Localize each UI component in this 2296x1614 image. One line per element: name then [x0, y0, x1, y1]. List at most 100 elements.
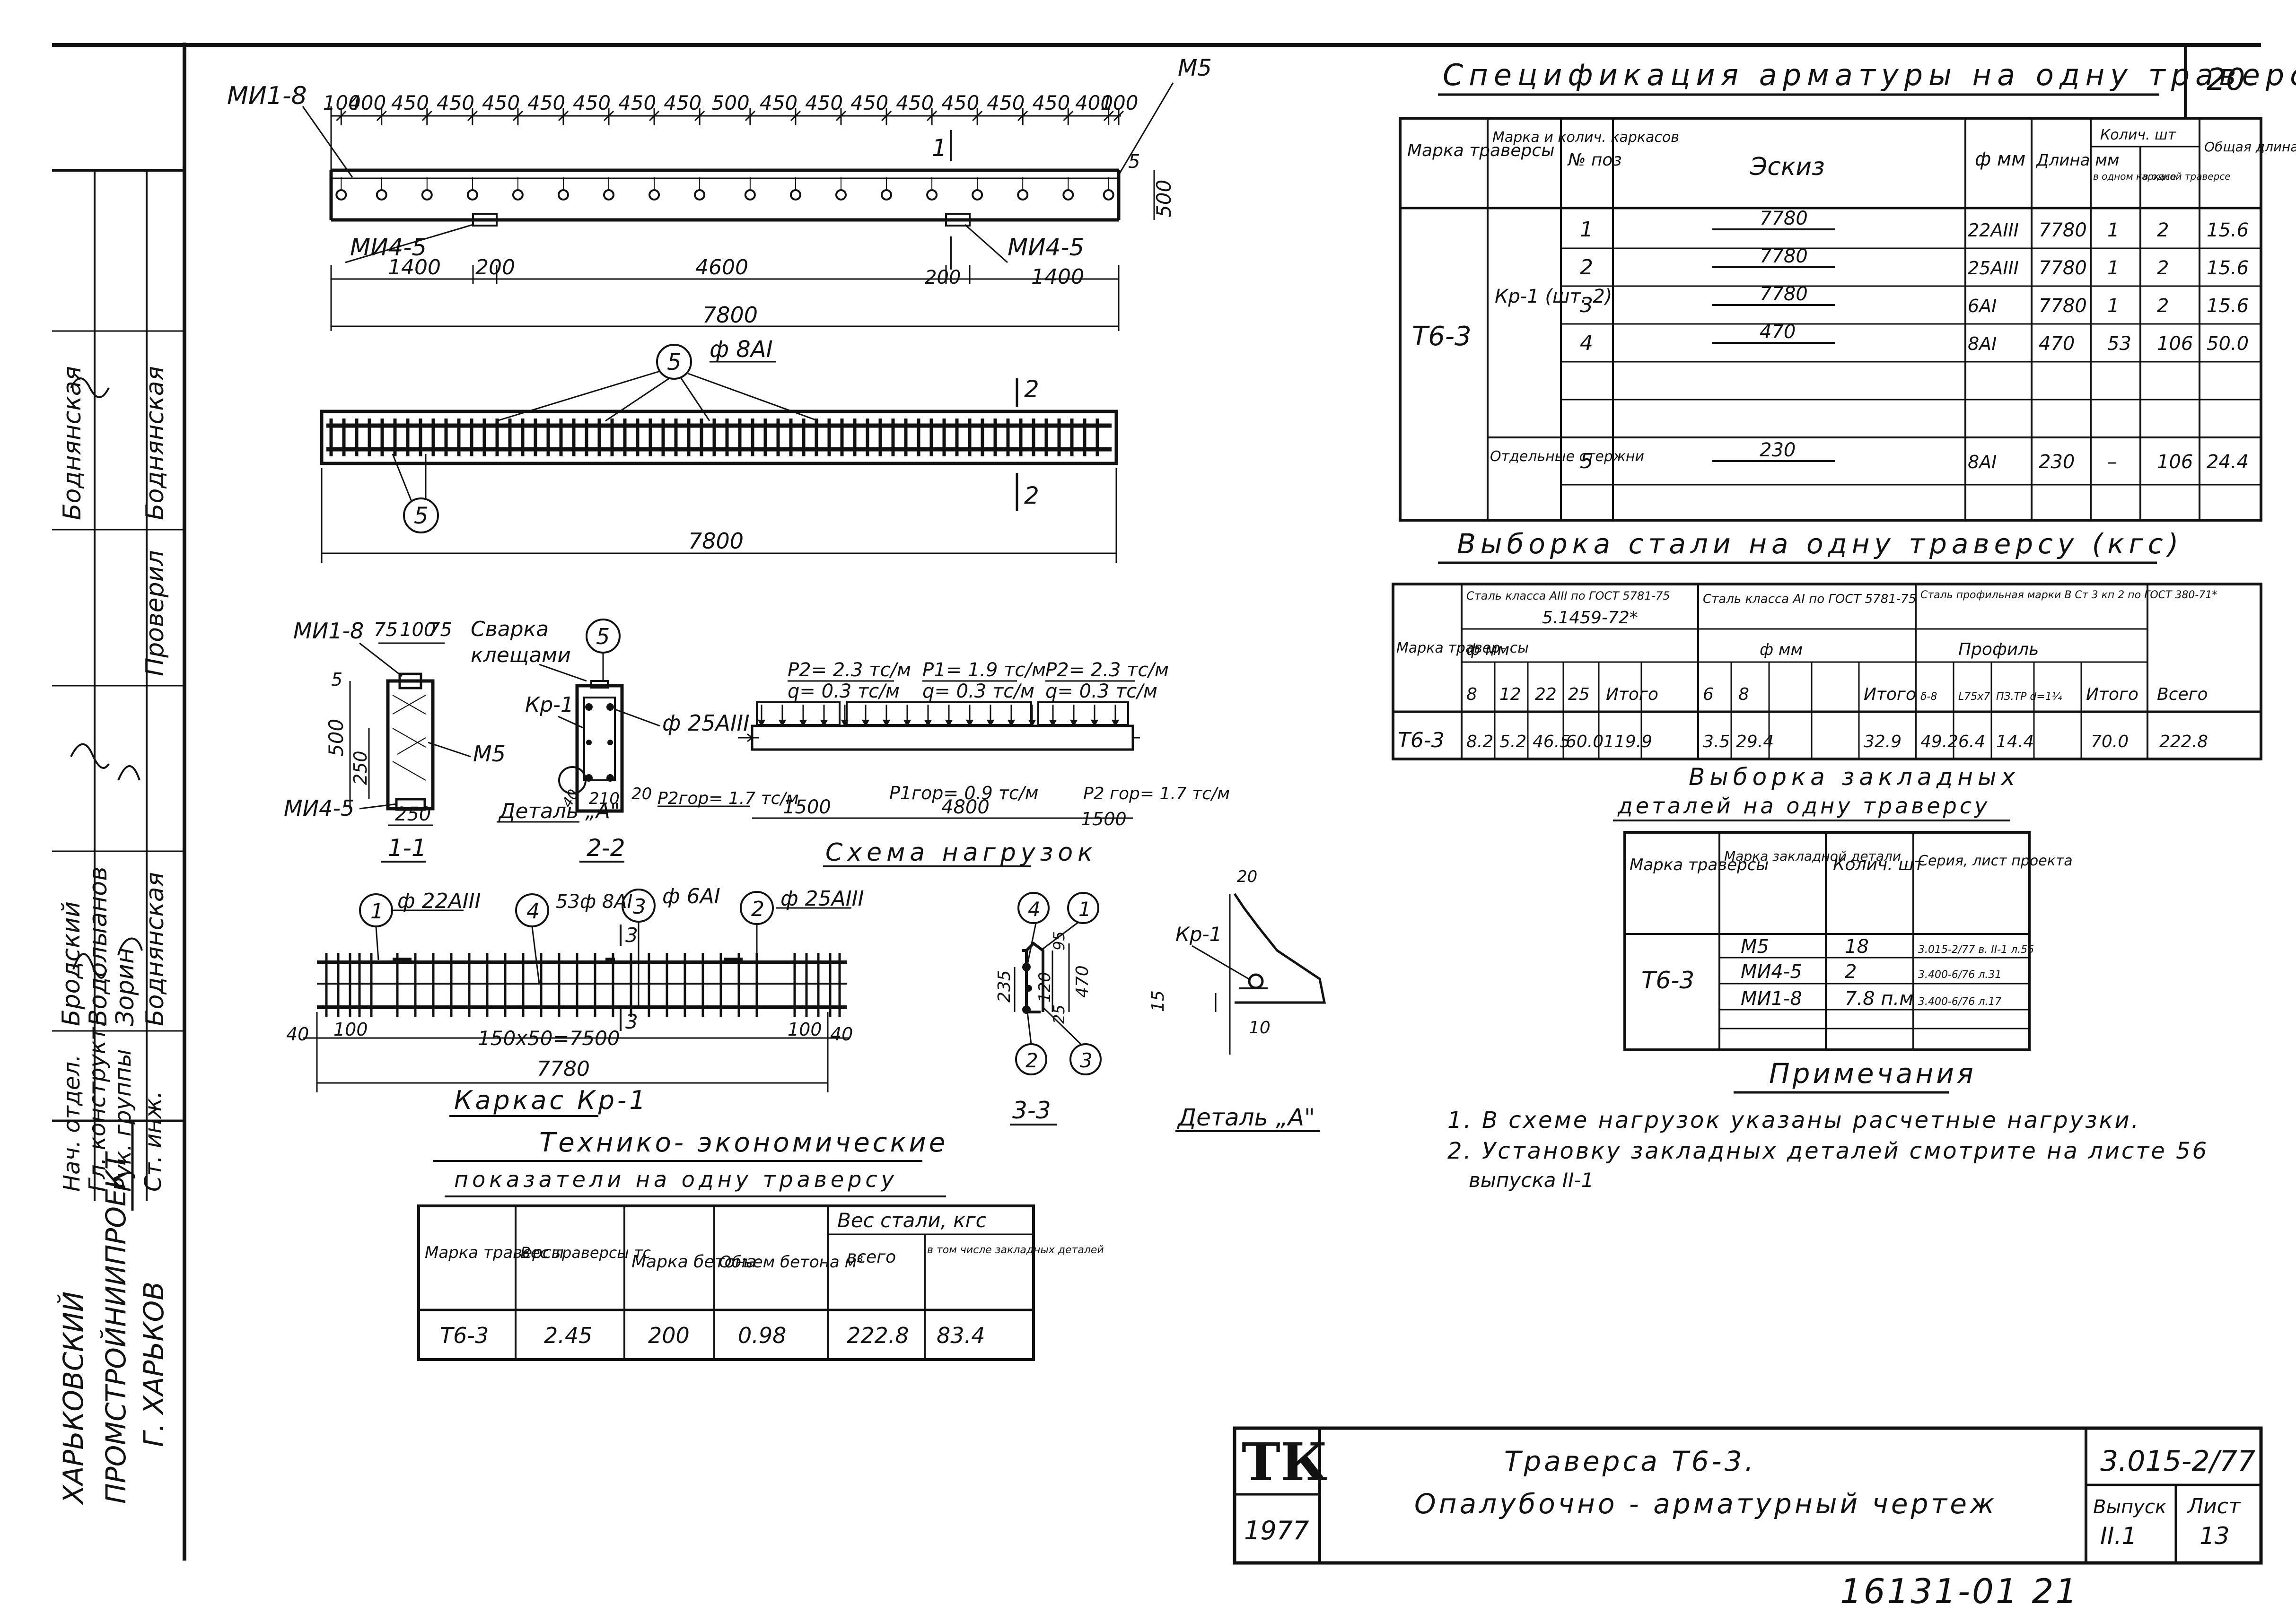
spec-cell-n1: 1	[2107, 257, 2119, 279]
tech-row-cell: 2.45	[544, 1323, 592, 1348]
s22-dim-210: 210	[589, 789, 620, 808]
anchor-hole	[557, 189, 569, 201]
s11-dim-75a: 75	[374, 619, 398, 641]
spec-cell-sketch: 7780	[1760, 245, 1808, 267]
section-2-bottom: 2	[1024, 482, 1039, 509]
emb-title-2: деталей на одну траверсу	[1617, 793, 1990, 819]
s22-weld-1: Сварка	[471, 617, 549, 641]
top-dim-label: 500	[712, 91, 750, 114]
spec-cell-n2: 106	[2157, 451, 2193, 473]
emb-cell-mark: М5	[1741, 936, 1769, 958]
spec-table: Спецификация арматуры на одну траверсу 2…	[1399, 45, 2296, 522]
top-dim-label: 450	[805, 91, 843, 114]
edge-dim: 5	[1128, 151, 1140, 173]
s22-weld-2: клещами	[471, 643, 571, 667]
s22-callout-5: 5	[596, 624, 610, 649]
tb-series: 3.015-2/77	[2100, 1445, 2255, 1478]
steel-row-cell: 8.2	[1466, 732, 1493, 751]
steel-h-fmm-a3: ф мм	[1466, 640, 1509, 659]
anchor-hole	[603, 189, 615, 201]
dim-200-left: 200	[475, 255, 515, 279]
cage-d100-left: 100	[333, 1019, 368, 1040]
top-dim-label: 400	[1075, 91, 1113, 114]
inventory-number: 16131-01 21	[1840, 1571, 2079, 1611]
top-dim-label: 450	[941, 91, 979, 114]
stamp-org-line-3: Г. ХАРЬКОВ	[138, 1282, 170, 1447]
dim-1400-left: 1400	[388, 255, 441, 279]
stamp-name-3: Зорин	[111, 948, 140, 1026]
stamp-role-1: Нач. отдел.	[59, 1055, 85, 1192]
detA-kr1: Кр-1	[1175, 923, 1222, 946]
detA-d15: 15	[1148, 990, 1168, 1012]
spec-h-cage: Марка и колич. каркасов	[1492, 129, 1679, 146]
cage-overall: 7780	[537, 1057, 590, 1081]
sheet-frame	[52, 43, 2261, 1561]
notes-title: Примечания	[1769, 1057, 1976, 1090]
spec-cell-n1: 1	[2107, 219, 2119, 241]
spec-cell-pos: 3	[1580, 293, 1593, 317]
spec-cell-n2: 2	[2157, 219, 2169, 241]
spec-cell-total: 24.4	[2207, 451, 2249, 473]
section-2-2: 5 Сварка клещами Кр-1 ф 25АIII Деталь „А…	[471, 617, 750, 863]
top-dim-label: 400	[348, 91, 386, 114]
top-dim-label: 450	[987, 91, 1025, 114]
s22-label: 2-2	[587, 834, 625, 862]
load-title: Схема нагрузок	[825, 838, 1097, 867]
tech-title-1: Технико- экономические	[539, 1127, 948, 1158]
load-d4800: 4800	[941, 796, 990, 818]
anchor-hole	[466, 189, 478, 201]
spec-h-len: Длина мм	[2035, 151, 2120, 170]
anchor-holes	[335, 177, 1114, 201]
emb-traverse: Т6-3	[1641, 967, 1694, 994]
mark-m5-top: М5	[1178, 55, 1212, 81]
anchor-hole	[1062, 189, 1074, 201]
plan-callout-5-bottom: 5	[414, 503, 429, 529]
anchor-hole	[648, 189, 660, 201]
spec-cell-sketch: 7780	[1760, 208, 1808, 229]
anchor-hole	[335, 189, 347, 201]
s11-dim-100: 100	[400, 619, 436, 641]
s11-edge: 5	[331, 669, 342, 690]
cage-sec3-bottom: 3	[625, 1010, 638, 1033]
anchor-hole	[744, 189, 756, 201]
tech-row-cell: 200	[648, 1323, 690, 1348]
anchor-hole	[835, 189, 847, 201]
emb-cell-mark: МИ1-8	[1741, 988, 1802, 1010]
spec-cell-total: 50.0	[2207, 333, 2249, 355]
spec-cell-len: 230	[2039, 451, 2075, 473]
top-dim-label: 100	[1100, 91, 1138, 114]
tech-title-2: показатели на одну траверсу	[454, 1167, 898, 1192]
section-1-1: МИ1-8 75 100 75 5 500 250 М5 МИ4-5 250 1…	[284, 618, 506, 863]
s11-label: 1-1	[388, 834, 427, 862]
steel-col-header: 8	[1738, 685, 1749, 704]
detail-A: Кр-1 20 15 10 Деталь „А"	[1148, 867, 1326, 1132]
detA-d10: 10	[1249, 1018, 1271, 1038]
spec-cell-pos: 4	[1580, 331, 1593, 355]
emb-cell-series: 3.400-6/76 л.31	[1918, 969, 2001, 981]
s33-c1: 1	[1078, 898, 1091, 921]
steel-col-header: ПЗ.ТР d=1¼	[1996, 691, 2062, 703]
top-dim-label: 450	[1032, 91, 1070, 114]
tb-line2: Опалубочно - арматурный чертеж	[1414, 1488, 1997, 1520]
top-dim-label: 450	[573, 91, 611, 114]
spec-cell-sketch: 230	[1760, 439, 1796, 461]
spec-cell-total: 15.6	[2207, 219, 2249, 241]
cage-c1: 1	[370, 899, 384, 924]
tech-h-sub2: в том числе закладных деталей	[927, 1244, 1104, 1256]
emb-title-1: Выборка закладных	[1689, 763, 2020, 791]
cage-sec3-top: 3	[625, 924, 638, 947]
spec-cell-n1: 53	[2107, 333, 2131, 355]
cage-title: Каркас Кр-1	[454, 1085, 648, 1115]
emb-cell-qty: 7.8 п.м	[1845, 988, 1913, 1010]
s11-h250: 250	[350, 750, 371, 785]
spec-cell-len: 7780	[2039, 295, 2087, 317]
title-block: ТК 1977 Траверса Т6-3. Опалубочно - арма…	[1233, 1426, 2263, 1565]
anchor-hole	[789, 189, 801, 201]
spec-h-mark: Марка траверсы	[1407, 141, 1555, 160]
load-d1500-right: 1500	[1081, 809, 1127, 829]
emb-cell-series: 3.015-2/77 в. II-1 л.55	[1918, 944, 2034, 956]
s22-kr1: Кр-1	[525, 693, 574, 717]
note-line-3: выпуска II-1	[1469, 1169, 1594, 1192]
